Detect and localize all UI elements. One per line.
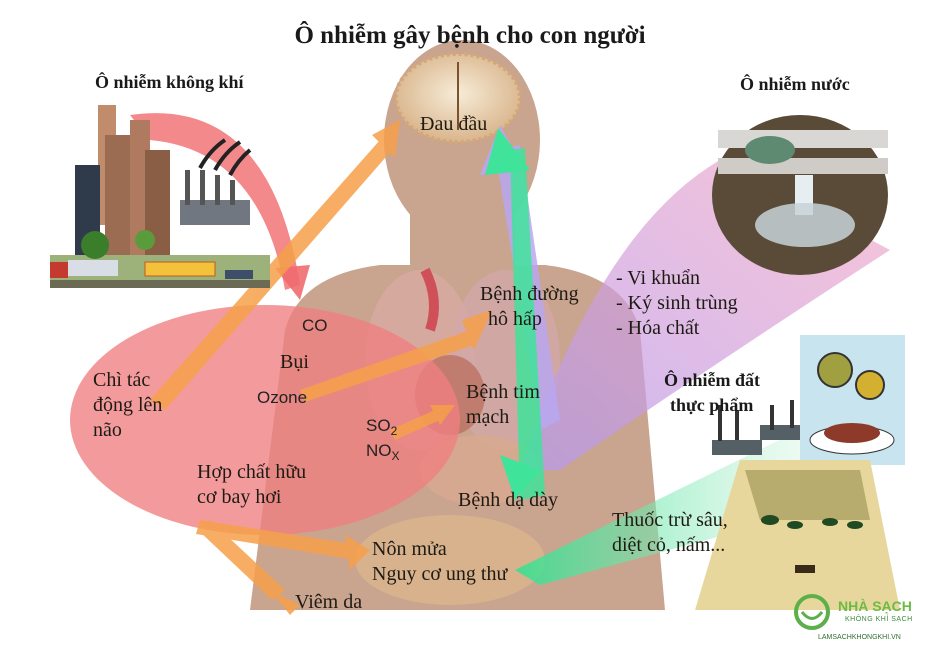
pollutant-dust: Bụi <box>280 351 309 373</box>
air-pollution-title: Ô nhiễm không khí <box>95 72 244 92</box>
soil-pollution-title-line2: thực phẩm <box>670 395 754 415</box>
disease-cardiovascular: Bệnh tim mạch <box>466 381 540 428</box>
city-factory-illustration <box>50 105 270 288</box>
disease-headache: Đau đầu <box>420 113 488 135</box>
disease-respiratory: Bệnh đường hô hấp <box>480 283 579 330</box>
soil-pollution-title-line1: Ô nhiễm đất <box>664 370 761 390</box>
disease-cancer-risk: Nguy cơ ung thư <box>372 563 508 585</box>
watermark-site: LAMSACHKHONGKHI.VN <box>818 634 901 641</box>
water-pollutant-list: - Vi khuẩn - Ký sinh trùng - Hóa chất <box>616 266 738 341</box>
water-pollutant-chemicals: - Hóa chất <box>616 317 700 339</box>
page-title: Ô nhiễm gây bệnh cho con người <box>294 22 646 49</box>
pollutant-co: CO <box>302 316 328 335</box>
disease-stomach: Bệnh dạ dày <box>458 489 558 511</box>
pollutant-lead: Chì tác động lên não <box>93 369 163 441</box>
watermark-tagline: KHÔNG KHÍ SẠCH <box>845 616 913 623</box>
air-pollutant-arrows <box>150 120 492 615</box>
pollutant-ozone: Ozone <box>257 388 308 407</box>
water-pollution-title: Ô nhiễm nước <box>740 74 850 94</box>
soil-pollutant-pesticides: Thuốc trừ sâu, diệt cỏ, nấm... <box>612 509 728 556</box>
farmland-illustration <box>695 400 900 610</box>
watermark-brand: NHÀ SẠCH <box>838 598 912 614</box>
pollutant-voc: Hợp chất hữu cơ bay hơi <box>197 461 307 508</box>
pollutant-nox: NO <box>366 441 392 460</box>
pollutant-so2: SO <box>366 416 391 435</box>
water-pollutant-bacteria: - Vi khuẩn <box>616 267 700 289</box>
water-pollutant-parasites: - Ký sinh trùng <box>616 292 738 314</box>
food-contamination-illustration <box>800 335 905 465</box>
disease-vomit: Nôn mửa <box>372 538 447 560</box>
disease-dermatitis: Viêm da <box>295 591 363 613</box>
pollutant-so2-nox: SO2 NOX <box>366 416 400 463</box>
water-pipe-photo <box>712 115 888 275</box>
brand-logo-icon <box>794 594 830 630</box>
air-pollution-bubble <box>70 305 460 535</box>
